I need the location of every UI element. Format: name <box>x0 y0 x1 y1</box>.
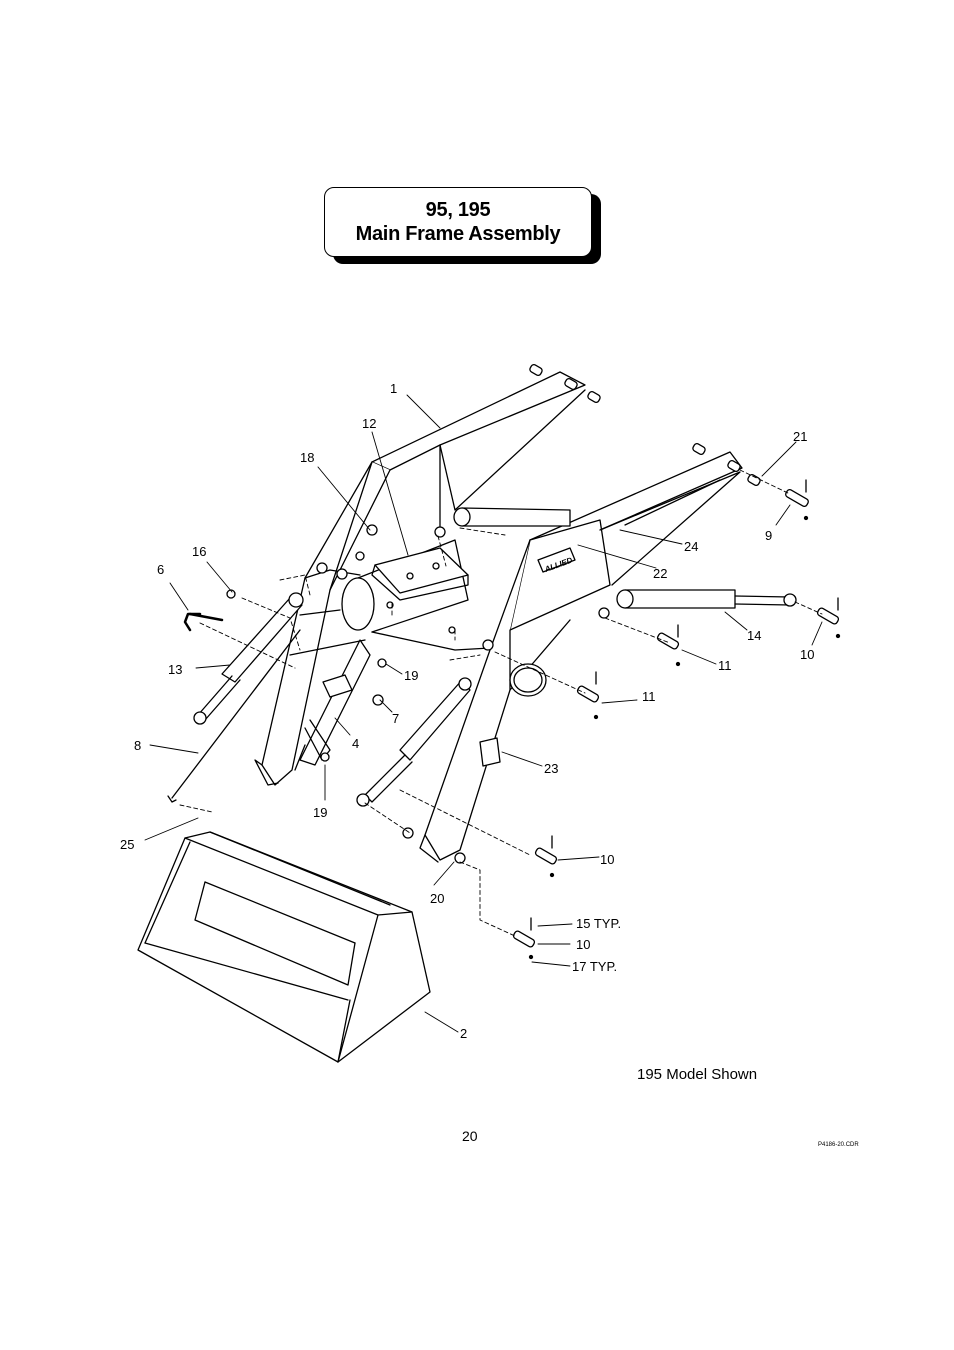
callout-6: 6 <box>157 562 164 577</box>
page-number: 20 <box>462 1128 478 1144</box>
upper-cylinder <box>454 508 570 526</box>
callout-2: 2 <box>460 1026 467 1041</box>
callout-10b: 10 <box>600 852 614 867</box>
callout-17: 17 TYP. <box>572 959 617 974</box>
callout-7: 7 <box>392 711 399 726</box>
callout-11b: 11 <box>642 689 656 704</box>
callout-10a: 10 <box>800 647 814 662</box>
callout-10c: 10 <box>576 937 590 952</box>
callout-14: 14 <box>747 628 761 643</box>
lift-cylinder-14 <box>617 590 796 608</box>
callout-16: 16 <box>192 544 206 559</box>
callout-25: 25 <box>120 837 134 852</box>
callout-19a: 19 <box>404 668 418 683</box>
callout-11a: 11 <box>718 658 732 673</box>
callout-18: 18 <box>300 450 314 465</box>
callout-21: 21 <box>793 429 807 444</box>
file-code: P4186-20.CDR <box>818 1142 859 1148</box>
callout-12: 12 <box>362 416 376 431</box>
callout-23: 23 <box>544 761 558 776</box>
callout-1: 1 <box>390 381 397 396</box>
callout-9: 9 <box>765 528 772 543</box>
callout-19b: 19 <box>313 805 327 820</box>
bucket-drawing <box>138 832 430 1062</box>
callout-22: 22 <box>653 566 667 581</box>
callout-13: 13 <box>168 662 182 677</box>
model-caption: 195 Model Shown <box>637 1066 757 1083</box>
main-frame-drawing <box>255 372 742 862</box>
callout-15: 15 TYP. <box>576 916 621 931</box>
callout-4: 4 <box>352 736 359 751</box>
callout-20: 20 <box>430 891 444 906</box>
callout-24: 24 <box>684 539 698 554</box>
callout-8: 8 <box>134 738 141 753</box>
pins-drawing <box>227 364 840 948</box>
